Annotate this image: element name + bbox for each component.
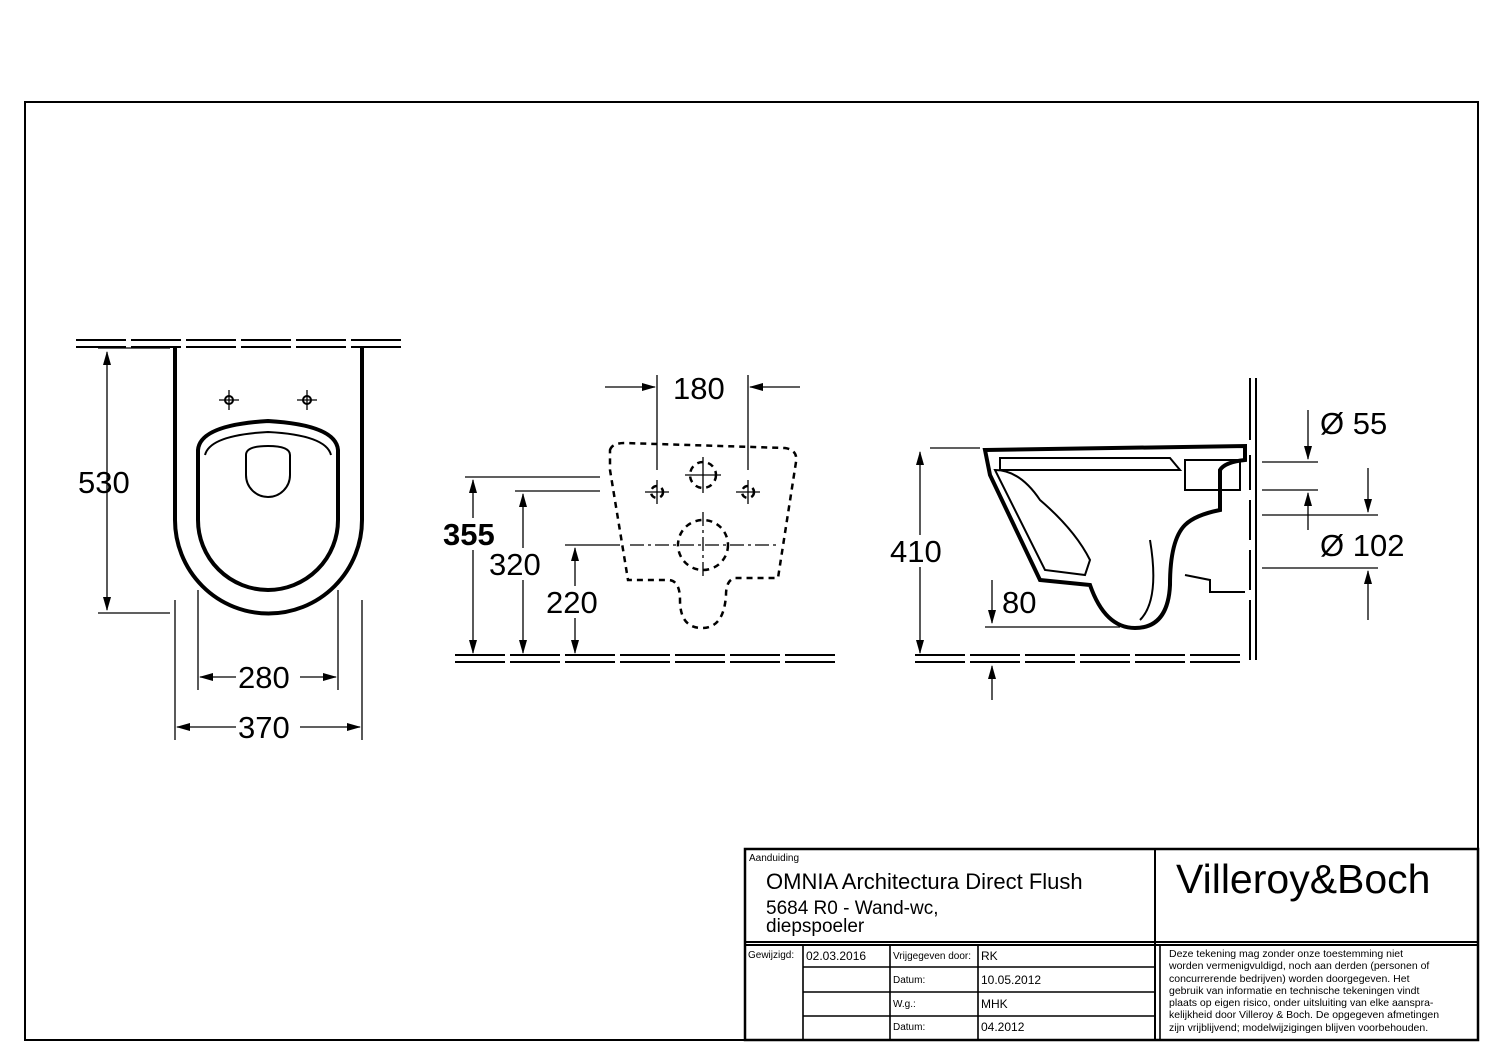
label-aanduiding: Aanduiding: [749, 853, 800, 864]
fixing-hole-icon: [219, 390, 239, 410]
disclaimer-line: zijn vrijblijvend; modelwijzigingen blij…: [1169, 1021, 1429, 1034]
water-inlet-icon: [685, 457, 721, 493]
dim-spacing: 180: [673, 371, 725, 406]
bowl-outline: [982, 443, 1247, 631]
gewijzigd-date: 02.03.2016: [806, 949, 867, 963]
label-datum: Datum:: [893, 1022, 926, 1033]
wall-line: [1249, 378, 1257, 660]
dim-depth: 530: [78, 465, 130, 500]
disclaimer-line: Deze tekening mag zonder onze toestemmin…: [1169, 948, 1404, 960]
floor-line: [455, 654, 840, 663]
dim-h2: 320: [489, 547, 541, 582]
seat-inner: [204, 430, 332, 456]
datum-value: 10.05.2012: [981, 973, 1042, 987]
disclaimer-line: plaats op eigen risico, onder uitsluitin…: [1169, 997, 1434, 1010]
dim-outer-width: 370: [238, 710, 290, 745]
wg-value: MHK: [981, 997, 1008, 1011]
bowl-outline: [173, 348, 364, 616]
datum-value: 04.2012: [981, 1020, 1025, 1034]
fixing-hole-icon: [297, 390, 317, 410]
mounting-outline: [608, 441, 798, 630]
dim-height: 410: [890, 534, 942, 569]
disclaimer-line: worden vermenigvuldigd, noch aan derden …: [1169, 960, 1430, 973]
dim-h3: 220: [546, 585, 598, 620]
dim-h1: 355: [443, 517, 495, 552]
bowl-inner: [993, 457, 1183, 577]
dim-dia-small: Ø 55: [1320, 406, 1387, 441]
label-datum: Datum:: [893, 975, 926, 986]
side-view: 410 80 Ø 55 Ø 102: [888, 378, 1404, 700]
brand-logo: Villeroy&Boch: [1176, 856, 1431, 902]
outlet-pipe: [1139, 459, 1245, 621]
seat-outline: [196, 418, 340, 592]
product-name: OMNIA Architectura Direct Flush: [766, 869, 1083, 894]
disclaimer-line: gebruik van informatie en technische tek…: [1169, 984, 1420, 997]
disclaimer-line: concurrerende bedrijven) worden doorgege…: [1169, 972, 1410, 985]
dim-dia-large: Ø 102: [1320, 528, 1404, 563]
product-code: 5684 R0 - Wand-wc,: [766, 898, 939, 919]
vrijgegeven-value: RK: [981, 949, 998, 963]
floor-line: [915, 654, 1245, 663]
label-vrijgegeven: Vrijgegeven door:: [893, 951, 972, 962]
top-view: 530 280 370: [76, 339, 405, 745]
drain-outlet-icon: [630, 512, 780, 578]
dim-inner-width: 280: [238, 660, 290, 695]
disclaimer-text: Deze tekening mag zonder onze toestemmin…: [1169, 948, 1439, 1034]
wall-view: 180 355 320 220: [440, 371, 840, 663]
bowl-opening: [245, 444, 291, 498]
fixing-hole-icon: [736, 480, 760, 504]
dim-offset: 80: [1002, 585, 1036, 620]
product-type: diepspoeler: [766, 916, 865, 937]
title-block-frame: [743, 847, 1480, 1042]
disclaimer-line: kelijkheid door Villeroy & Boch. De opge…: [1169, 1009, 1440, 1022]
fixing-hole-icon: [645, 480, 669, 504]
wall-line: [76, 339, 405, 348]
label-gewijzigd: Gewijzigd:: [748, 950, 795, 961]
label-wg: W.g.:: [893, 999, 916, 1010]
